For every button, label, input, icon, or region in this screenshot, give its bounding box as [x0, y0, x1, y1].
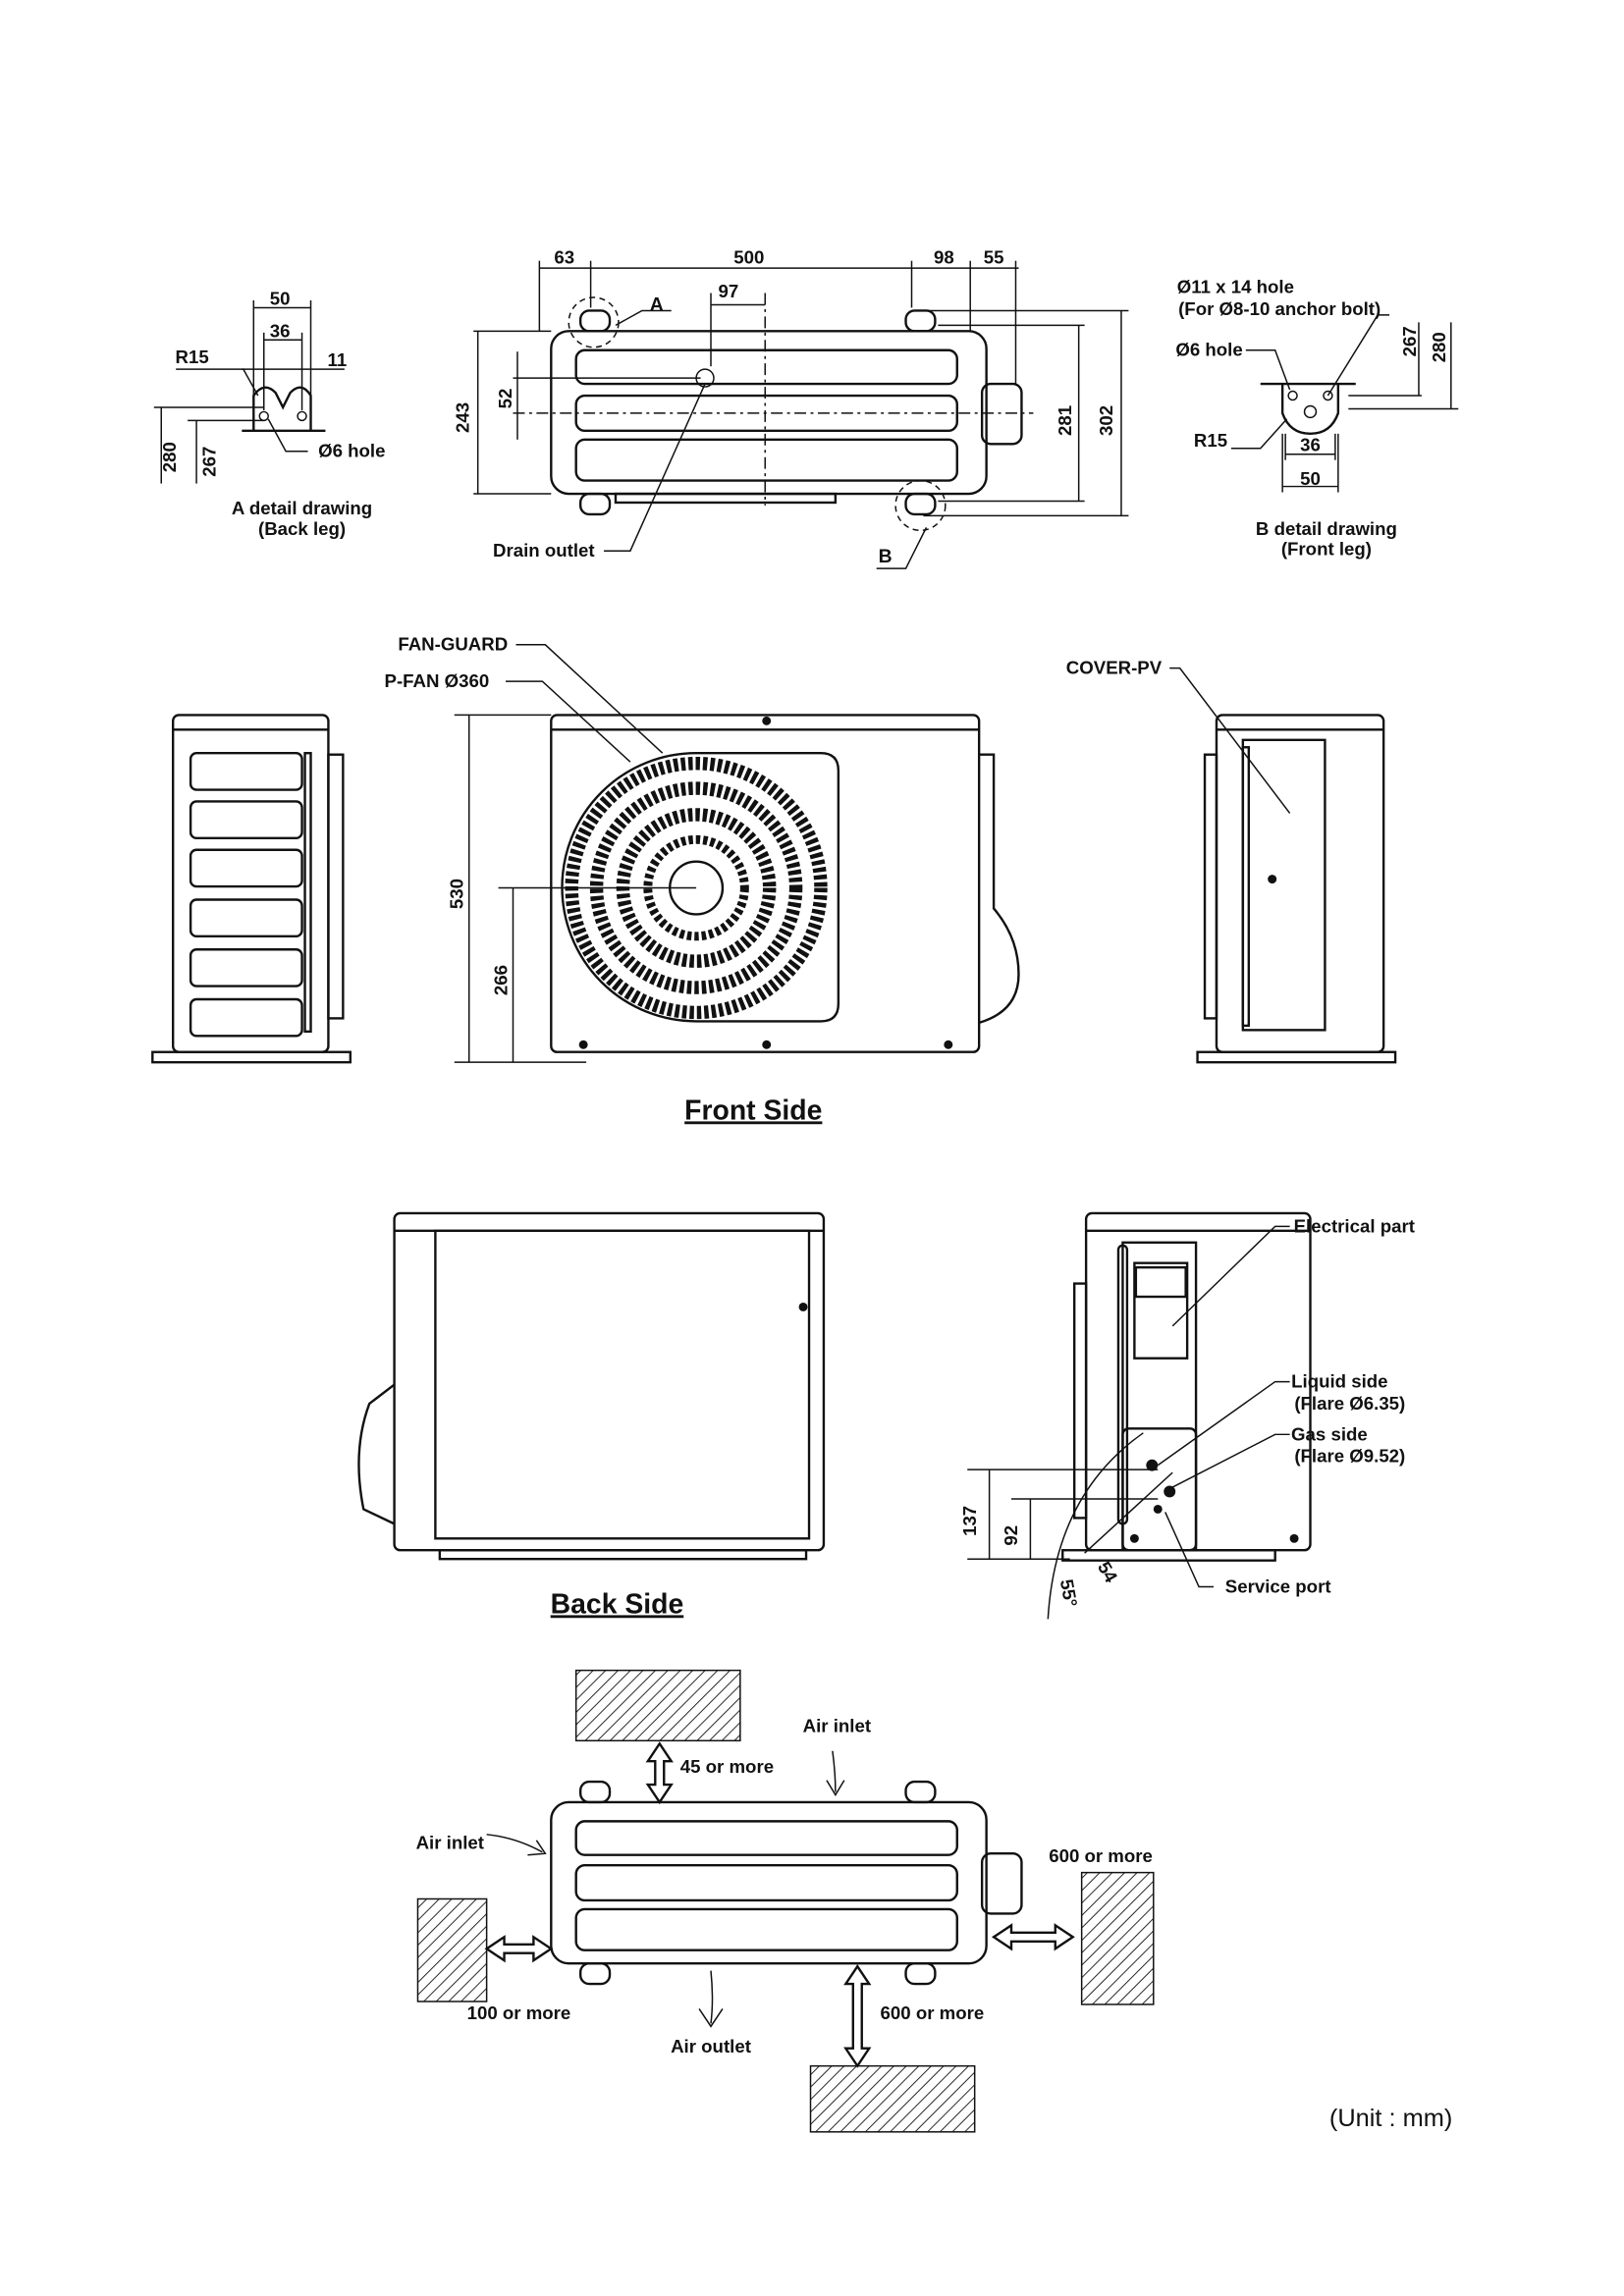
dim-98: 98	[934, 247, 954, 268]
dim-92: 92	[1001, 1525, 1021, 1546]
clearance-top-label: 45 or more	[680, 1756, 774, 1777]
detail-a-title: A detail drawing	[232, 498, 372, 518]
liquid-flare-label: (Flare Ø6.35)	[1294, 1393, 1405, 1414]
leg-icon	[578, 309, 937, 516]
dim-36: 36	[1300, 435, 1321, 455]
liquid-side-label: Liquid side	[1291, 1371, 1387, 1392]
angle-55: 55°	[1056, 1577, 1082, 1608]
marker-a: A	[650, 294, 664, 315]
r15-label: R15	[1194, 430, 1227, 451]
hole-label: Ø6 hole	[318, 441, 385, 461]
detail-b-subtitle: (Front leg)	[1281, 539, 1372, 560]
front-side-views: FAN-GUARD P-FAN Ø360 COVER-PV 530 266 Fr…	[151, 634, 1397, 1126]
back-side-title: Back Side	[551, 1588, 684, 1620]
anchor-bolt-label: (For Ø8-10 anchor bolt)	[1178, 298, 1380, 319]
gas-side-label: Gas side	[1291, 1423, 1368, 1444]
dim-55: 55	[984, 247, 1004, 268]
p-fan-label: P-FAN Ø360	[385, 670, 490, 691]
dim-52: 52	[495, 389, 515, 409]
arrow-icon	[484, 1741, 1075, 2068]
detail-a-subtitle: (Back leg)	[258, 518, 346, 539]
dim-267: 267	[198, 447, 219, 477]
clearance-left-label: 100 or more	[467, 2002, 571, 2023]
drain-outlet-label: Drain outlet	[493, 540, 595, 561]
dim-500: 500	[733, 247, 764, 268]
marker-b: B	[879, 546, 893, 567]
slot-hole-label: Ø11 x 14 hole	[1177, 277, 1294, 297]
dim-530: 530	[447, 879, 467, 909]
cover-pv-label: COVER-PV	[1066, 658, 1163, 678]
dim-266: 266	[491, 965, 512, 995]
unit-note: (Unit : mm)	[1329, 2105, 1452, 2132]
back-side-views: Electrical part Liquid side (Flare Ø6.35…	[357, 1211, 1415, 1620]
dim-243: 243	[453, 402, 473, 433]
electrical-part-label: Electrical part	[1294, 1215, 1415, 1236]
front-side-title: Front Side	[684, 1095, 822, 1126]
dim-50: 50	[270, 288, 291, 308]
dim-137: 137	[959, 1506, 980, 1536]
dim-280: 280	[1429, 332, 1449, 362]
hole-label: Ø6 hole	[1175, 340, 1242, 360]
gas-flare-label: (Flare Ø9.52)	[1294, 1446, 1405, 1467]
top-view: 63 500 98 55 97 A 243 52 281 302 Drain o…	[453, 247, 1129, 569]
detail-b-title: B detail drawing	[1256, 518, 1397, 539]
dim-97: 97	[719, 281, 739, 301]
dim-36: 36	[270, 320, 291, 341]
air-outlet-label: Air outlet	[671, 2036, 751, 2056]
air-inlet-left-label: Air inlet	[416, 1833, 484, 1853]
clearance-diagram: 45 or more Air inlet Air inlet 600 or mo…	[416, 1669, 1155, 2133]
air-inlet-top-label: Air inlet	[803, 1715, 871, 1735]
clearance-right-label: 600 or more	[1049, 1845, 1153, 1866]
dim-54: 54	[1094, 1558, 1122, 1586]
dim-302: 302	[1096, 405, 1116, 436]
dim-281: 281	[1055, 405, 1075, 436]
detail-a: 50 36 11 R15 Ø6 hole 280 267 A detail dr…	[153, 288, 385, 539]
dim-280: 280	[159, 442, 180, 472]
fan-guard-label: FAN-GUARD	[398, 634, 508, 655]
service-port-label: Service port	[1225, 1576, 1331, 1597]
detail-b: Ø11 x 14 hole (For Ø8-10 anchor bolt) Ø6…	[1175, 277, 1459, 560]
dim-11: 11	[328, 349, 348, 370]
r15-label: R15	[176, 347, 209, 367]
dim-50: 50	[1300, 468, 1321, 489]
clearance-front-label: 600 or more	[881, 2002, 985, 2023]
dim-63: 63	[554, 247, 574, 268]
dim-267: 267	[1399, 326, 1420, 356]
